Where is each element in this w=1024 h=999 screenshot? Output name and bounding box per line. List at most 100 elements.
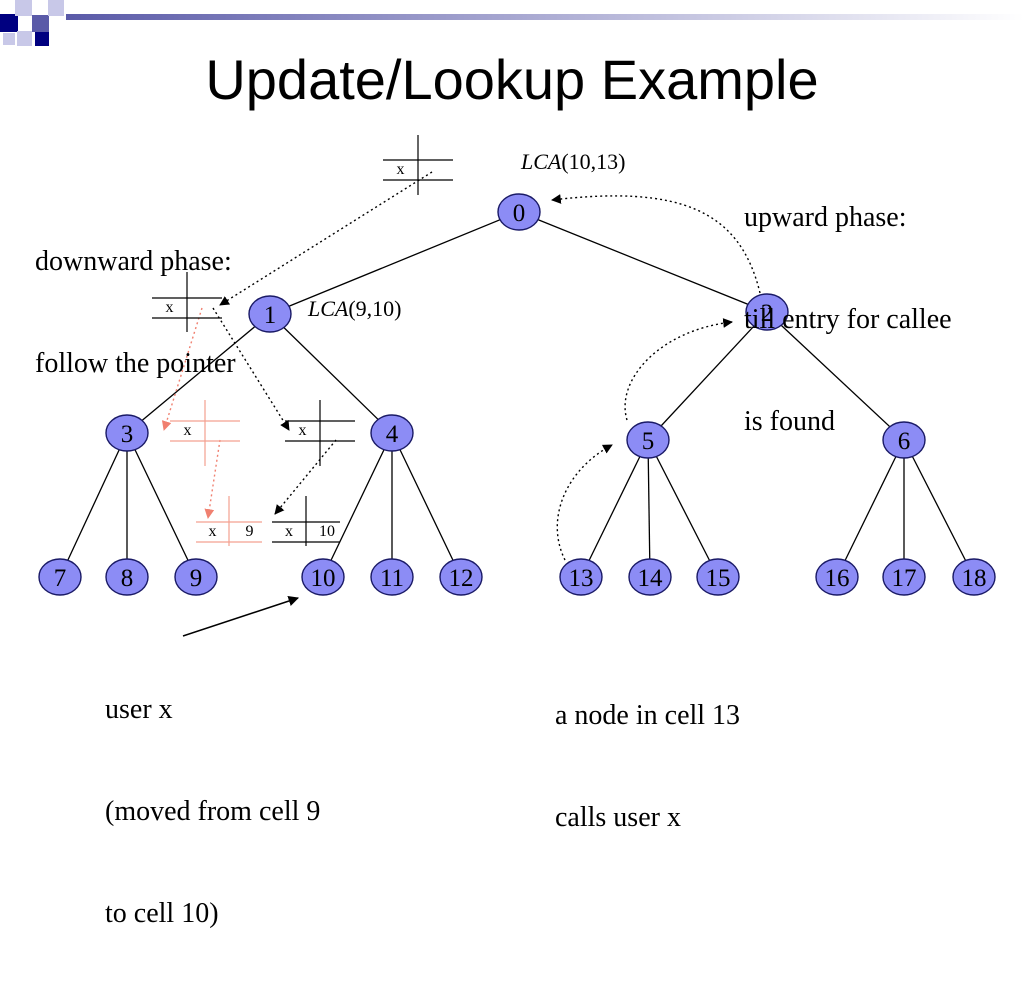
node-18-label: 18 — [962, 565, 987, 592]
node-1-label: 1 — [264, 302, 277, 329]
node-4-label: 4 — [386, 421, 399, 448]
caller-note-line-2: calls user x — [555, 802, 681, 833]
edge-2-6 — [766, 311, 905, 441]
node-13: 13 — [559, 558, 603, 596]
node-1-circle — [248, 295, 292, 333]
node-15: 15 — [696, 558, 740, 596]
node-1: 1 — [248, 295, 292, 333]
node-9: 9 — [174, 558, 218, 596]
edge-6-16 — [836, 439, 905, 578]
user-note: user x (moved from cell 9 to cell 10) — [105, 625, 320, 999]
node-5-label: 5 — [642, 428, 655, 455]
node-12-circle — [439, 558, 483, 596]
lca-root-args: (10,13) — [561, 149, 626, 174]
edge-2-5 — [647, 311, 768, 441]
caller-note: a node in cell 13 calls user x — [555, 631, 740, 903]
node-16: 16 — [815, 558, 859, 596]
arrow-2-to-0 — [551, 194, 761, 294]
node-2: 2 — [745, 293, 789, 331]
header-rule — [66, 14, 1024, 20]
node-10: 10 — [301, 558, 345, 596]
node-15-circle — [696, 558, 740, 596]
table-10-value: 10 — [319, 523, 335, 540]
caller-note-line-1: a node in cell 13 — [555, 700, 741, 731]
table-1-entry: x — [166, 299, 174, 316]
lca-node1-args: (9,10) — [348, 296, 402, 321]
user-note-line-2: (moved from cell 9 — [105, 796, 321, 827]
node-4: 4 — [370, 414, 414, 452]
node-5-circle — [626, 421, 670, 459]
node-6-circle — [882, 421, 926, 459]
edge-0-2 — [518, 211, 768, 313]
downward-phase-note: downward phase: follow the pointer — [35, 177, 236, 449]
node-6-label: 6 — [898, 428, 911, 455]
node-5: 5 — [626, 421, 670, 459]
node-13-circle — [559, 558, 603, 596]
arrow-table3-to-table9-old — [204, 439, 221, 519]
node-11-label: 11 — [380, 565, 404, 592]
table-9-entry: x — [209, 523, 217, 540]
edge-6-18 — [903, 439, 975, 578]
node-14-circle — [628, 558, 672, 596]
node-8-circle — [105, 558, 149, 596]
table-9-value: 9 — [246, 523, 254, 540]
arrow-table1-to-table3-old — [161, 307, 203, 431]
edge-4-12 — [391, 432, 462, 578]
node-16-circle — [815, 558, 859, 596]
node-14-label: 14 — [638, 565, 664, 592]
node-9-label: 9 — [190, 565, 203, 592]
node-11-circle — [370, 558, 414, 596]
node-17-label: 17 — [892, 565, 917, 592]
lca-root-func: LCA — [521, 149, 562, 174]
node-3-label: 3 — [121, 421, 134, 448]
pointer-arrows — [161, 171, 761, 637]
downward-phase-line-2: follow the pointer — [35, 348, 236, 379]
node-14: 14 — [628, 558, 672, 596]
node-3: 3 — [105, 414, 149, 452]
pointer-table-1: x — [152, 272, 222, 332]
lca-node1-func: LCA — [308, 296, 349, 321]
header-square-6 — [3, 33, 15, 45]
node-17: 17 — [882, 558, 926, 596]
node-12: 12 — [439, 558, 483, 596]
user-note-line-3: to cell 10) — [105, 898, 219, 929]
upward-phase-line-1: upward phase: — [744, 202, 907, 233]
arrow-13-to-5 — [556, 444, 613, 561]
node-10-label: 10 — [311, 565, 336, 592]
node-7: 7 — [38, 558, 82, 596]
user-note-line-1: user x — [105, 694, 173, 725]
node-7-label: 7 — [54, 565, 67, 592]
node-2-circle — [745, 293, 789, 331]
arrow-table4-to-table10 — [274, 439, 337, 515]
slide-title: Update/Lookup Example — [205, 48, 819, 111]
node-10-circle — [301, 558, 345, 596]
table-3-entry: x — [184, 422, 192, 439]
node-0: 0 — [497, 193, 541, 231]
lca-node1-label: LCA(9,10) — [308, 296, 402, 322]
node-0-circle — [497, 193, 541, 231]
upward-phase-note: upward phase: till entry for callee is f… — [744, 133, 952, 507]
edge-0-1 — [269, 211, 520, 315]
header-square-4 — [48, 0, 64, 16]
table-4-entry: x — [299, 422, 307, 439]
header-square-5 — [35, 32, 49, 46]
header-square-0 — [0, 14, 18, 32]
node-9-circle — [174, 558, 218, 596]
edge-1-3 — [126, 313, 271, 434]
node-8-label: 8 — [121, 565, 134, 592]
node-15-label: 15 — [706, 565, 731, 592]
edge-5-15 — [647, 439, 719, 578]
table-0-entry: x — [397, 161, 405, 178]
node-18-circle — [952, 558, 996, 596]
arrow-user-to-cell-10 — [182, 595, 299, 637]
header-square-1 — [15, 0, 32, 16]
node-8: 8 — [105, 558, 149, 596]
node-16-label: 16 — [825, 565, 850, 592]
pointer-table-4: x — [285, 400, 355, 466]
arrow-5-to-2 — [624, 318, 733, 421]
